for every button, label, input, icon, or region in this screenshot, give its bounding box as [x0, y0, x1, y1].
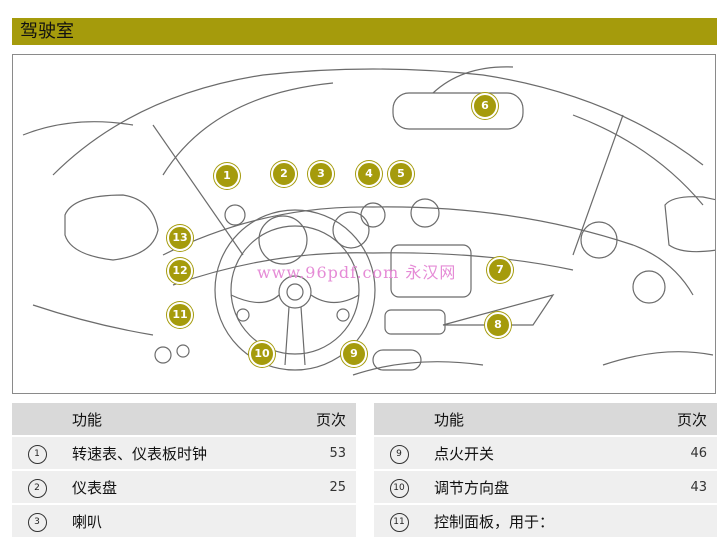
section-header: 驾驶室	[12, 18, 717, 45]
table-row: 2 仪表盘 25	[12, 470, 356, 504]
callout-9: 9	[341, 341, 367, 367]
callout-3: 3	[308, 161, 334, 187]
callout-12: 12	[167, 258, 193, 284]
item-function: 点火开关	[424, 436, 648, 470]
section-title: 驾驶室	[20, 21, 74, 42]
cockpit-line-drawing	[13, 55, 716, 394]
cockpit-illustration: www.96pdf.com 永汉网 1 2 3 4 5 6 7 8 9 10 1…	[12, 54, 716, 394]
callout-6: 6	[472, 93, 498, 119]
item-number: 2	[28, 479, 47, 498]
table-header-row: 功能 页次	[12, 403, 356, 436]
item-function: 控制面板，用于：	[424, 504, 648, 538]
item-number: 3	[28, 513, 47, 532]
watermark-text: www.96pdf.com 永汉网	[257, 259, 456, 283]
callout-1: 1	[214, 163, 240, 189]
callout-10: 10	[249, 341, 275, 367]
header-function: 功能	[424, 403, 648, 436]
header-page: 页次	[648, 403, 717, 436]
right-function-table: 功能 页次 9 点火开关 46 10 调节方向盘 43 11 控制面板，用于：	[374, 403, 717, 539]
item-number: 1	[28, 445, 47, 464]
header-function: 功能	[62, 403, 292, 436]
table-header-row: 功能 页次	[374, 403, 717, 436]
table-row: 1 转速表、仪表板时钟 53	[12, 436, 356, 470]
item-number: 11	[390, 513, 409, 532]
table-row: 9 点火开关 46	[374, 436, 717, 470]
item-number: 10	[390, 479, 409, 498]
table-row: 3 喇叭	[12, 504, 356, 538]
callout-7: 7	[487, 257, 513, 283]
item-function: 仪表盘	[62, 470, 292, 504]
callout-11: 11	[167, 302, 193, 328]
callout-8: 8	[485, 312, 511, 338]
item-page	[292, 504, 356, 538]
item-page: 43	[648, 470, 717, 504]
item-page: 53	[292, 436, 356, 470]
callout-2: 2	[271, 161, 297, 187]
item-page: 46	[648, 436, 717, 470]
callout-4: 4	[356, 161, 382, 187]
item-function: 调节方向盘	[424, 470, 648, 504]
header-page: 页次	[292, 403, 356, 436]
callout-5: 5	[388, 161, 414, 187]
item-function: 转速表、仪表板时钟	[62, 436, 292, 470]
left-function-table: 功能 页次 1 转速表、仪表板时钟 53 2 仪表盘 25 3 喇叭	[12, 403, 356, 539]
item-number: 9	[390, 445, 409, 464]
item-page	[648, 504, 717, 538]
item-function: 喇叭	[62, 504, 292, 538]
table-row: 10 调节方向盘 43	[374, 470, 717, 504]
table-row: 11 控制面板，用于：	[374, 504, 717, 538]
callout-13: 13	[167, 225, 193, 251]
item-page: 25	[292, 470, 356, 504]
